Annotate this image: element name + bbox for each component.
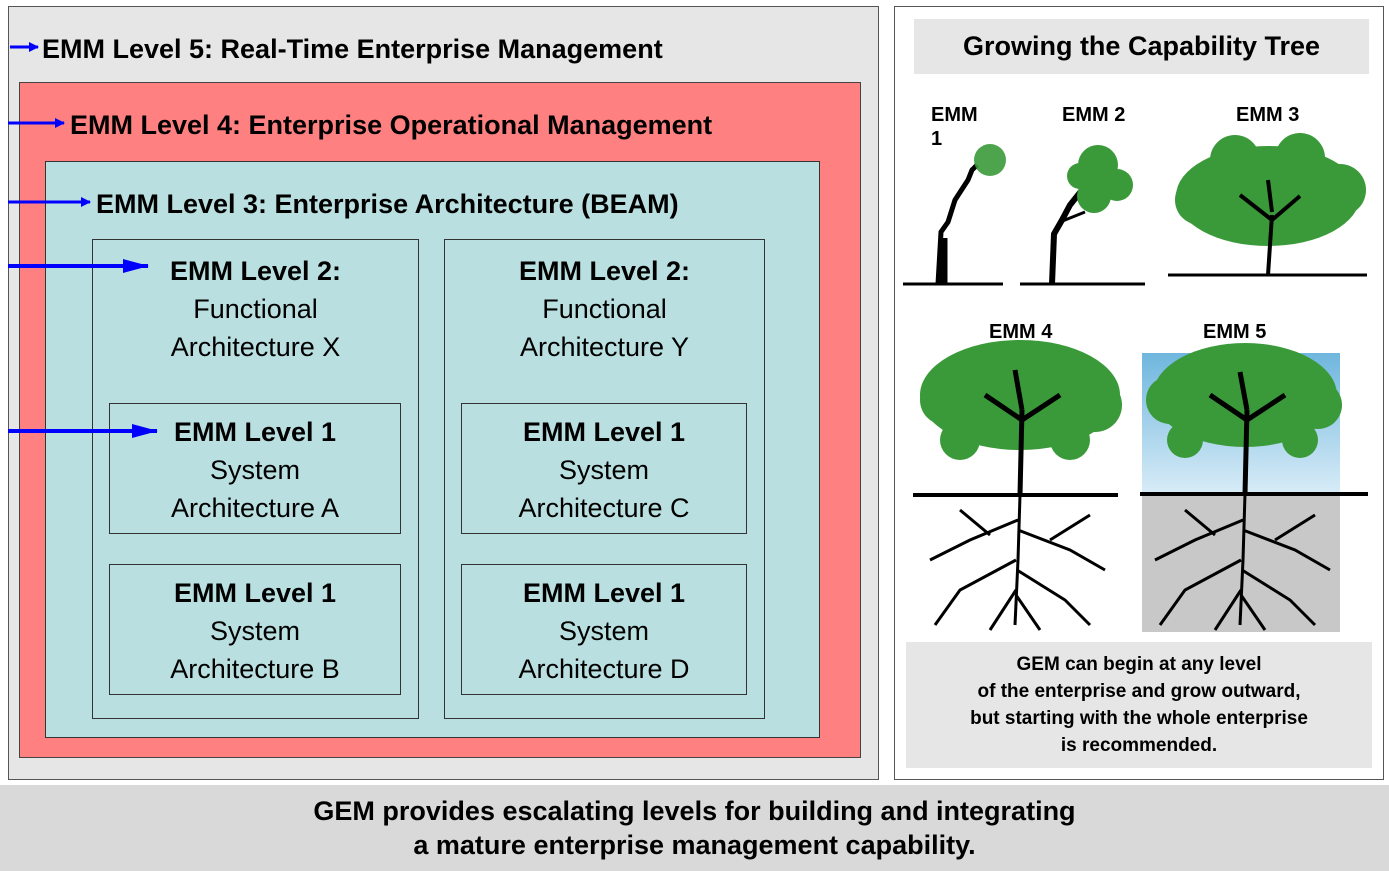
note-line: GEM can begin at any level bbox=[1016, 654, 1262, 675]
label-line: Architecture D bbox=[518, 654, 690, 684]
system-architecture-d-box bbox=[461, 564, 747, 695]
caption-background bbox=[0, 785, 1389, 871]
recommendation-note: GEM can begin at any level of the enterp… bbox=[906, 651, 1372, 759]
label-line: Architecture X bbox=[170, 332, 341, 362]
tree-emm5-illustration bbox=[1140, 343, 1368, 632]
level-4-title: EMM Level 4: Enterprise Operational Mana… bbox=[70, 110, 713, 140]
level-1-heading: EMM Level 1 bbox=[522, 417, 686, 447]
level-3-title: EMM Level 3: Enterprise Architecture (BE… bbox=[96, 189, 679, 219]
label-line: System bbox=[209, 455, 301, 485]
label-line: Functional bbox=[193, 294, 318, 324]
level-1-heading: EMM Level 1 bbox=[522, 578, 686, 608]
system-architecture-c-box bbox=[461, 403, 747, 534]
system-architecture-b-label: EMM Level 1 System Architecture B bbox=[109, 574, 401, 688]
level-2-heading: EMM Level 2: bbox=[518, 256, 691, 286]
level-5-title: EMM Level 5: Real-Time Enterprise Manage… bbox=[42, 34, 663, 64]
label-line: Functional bbox=[542, 294, 667, 324]
label-line: Architecture B bbox=[170, 654, 340, 684]
label-line: Architecture Y bbox=[519, 332, 690, 362]
level-1-heading: EMM Level 1 bbox=[173, 578, 337, 608]
tree-emm4-illustration bbox=[913, 340, 1122, 631]
label-line: System bbox=[209, 616, 301, 646]
system-architecture-a-label: EMM Level 1 System Architecture A bbox=[109, 413, 401, 527]
note-line: is recommended. bbox=[1060, 735, 1218, 756]
emm4-label: EMM 4 bbox=[989, 321, 1053, 343]
emm2-label: EMM 2 bbox=[1062, 104, 1126, 126]
note-line: but starting with the whole enterprise bbox=[970, 708, 1308, 729]
functional-architecture-x-box bbox=[92, 239, 419, 719]
emm1-label: EMM 1 bbox=[931, 104, 978, 150]
tree-emm2-illustration bbox=[1020, 145, 1145, 286]
level-3-box bbox=[45, 161, 820, 738]
recommendation-note-box bbox=[906, 642, 1372, 768]
functional-architecture-x-label: EMM Level 2: Functional Architecture X bbox=[92, 252, 419, 366]
level-2-heading: EMM Level 2: bbox=[169, 256, 342, 286]
label-line: Architecture C bbox=[518, 493, 690, 523]
tree-emm1-illustration bbox=[903, 144, 1006, 286]
label-line: Architecture A bbox=[170, 493, 340, 523]
label-line: System bbox=[558, 455, 650, 485]
tree-panel-title: Growing the Capability Tree bbox=[962, 31, 1321, 61]
system-architecture-b-box bbox=[109, 564, 401, 695]
functional-architecture-y-label: EMM Level 2: Functional Architecture Y bbox=[444, 252, 765, 366]
emm3-label: EMM 3 bbox=[1236, 104, 1300, 126]
note-line: of the enterprise and grow outward, bbox=[977, 681, 1301, 702]
caption-line: a mature enterprise management capabilit… bbox=[413, 830, 976, 860]
level-1-heading: EMM Level 1 bbox=[173, 417, 337, 447]
tree-title-background bbox=[914, 19, 1369, 74]
tree-emm3-illustration bbox=[1168, 133, 1367, 277]
system-architecture-d-label: EMM Level 1 System Architecture D bbox=[461, 574, 747, 688]
caption-line: GEM provides escalating levels for build… bbox=[313, 796, 1076, 826]
system-architecture-c-label: EMM Level 1 System Architecture C bbox=[461, 413, 747, 527]
functional-architecture-y-box bbox=[444, 239, 765, 719]
emm5-label: EMM 5 bbox=[1203, 321, 1267, 343]
system-architecture-a-box bbox=[109, 403, 401, 534]
slide-caption: GEM provides escalating levels for build… bbox=[0, 794, 1389, 862]
label-line: System bbox=[558, 616, 650, 646]
